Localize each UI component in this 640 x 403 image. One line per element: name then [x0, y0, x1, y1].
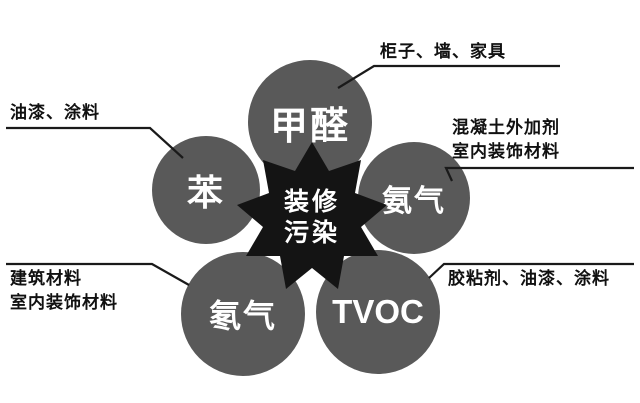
center-title: 装修 污染 — [270, 187, 354, 249]
circle-formaldehyde-label: 甲醛 — [269, 105, 350, 148]
center-title-line2: 污染 — [283, 219, 340, 247]
callout-radon-line1: 建筑材料 — [10, 269, 82, 288]
circle-tvoc: TVOC — [316, 250, 440, 374]
callout-radon-line2: 室内装饰材料 — [10, 293, 118, 312]
callout-formaldehyde-sources: 柜子、墙、家具 — [380, 40, 506, 64]
circle-formaldehyde: 甲醛 — [248, 60, 372, 184]
callout-formaldehyde-line1: 柜子、墙、家具 — [380, 42, 506, 61]
callout-ammonia-line1: 混凝土外加剂 — [452, 118, 560, 137]
callout-benzene-line1: 油漆、涂料 — [10, 103, 100, 122]
callout-tvoc-sources: 胶粘剂、油漆、涂料 — [448, 267, 610, 291]
circle-benzene: 苯 — [152, 136, 260, 244]
callout-ammonia-line2: 室内装饰材料 — [452, 142, 560, 161]
circle-ammonia-label: 氨气 — [382, 185, 446, 218]
callout-benzene-sources: 油漆、涂料 — [10, 101, 100, 125]
callout-radon-sources: 建筑材料 室内装饰材料 — [10, 267, 118, 315]
circle-radon: 氡气 — [181, 252, 305, 376]
callout-ammonia-sources: 混凝土外加剂 室内装饰材料 — [452, 116, 560, 164]
circle-radon-label: 氡气 — [208, 298, 277, 334]
circle-tvoc-label: TVOC — [332, 293, 424, 330]
circle-benzene-label: 苯 — [186, 172, 225, 213]
center-title-line1: 装修 — [283, 188, 340, 216]
callout-tvoc-line1: 胶粘剂、油漆、涂料 — [448, 269, 610, 288]
